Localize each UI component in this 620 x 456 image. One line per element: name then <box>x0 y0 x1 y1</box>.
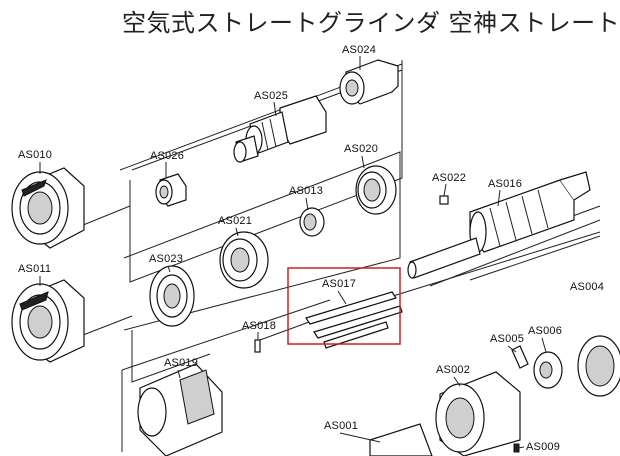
label-as020: AS020 <box>344 143 378 155</box>
assembly-guide-lines <box>55 60 601 452</box>
label-as004: AS004 <box>570 281 604 293</box>
part-as023-gear-ring <box>149 265 195 327</box>
part-as011-front-cap <box>11 279 85 363</box>
part-as022-key <box>439 195 449 205</box>
label-as006: AS006 <box>528 325 562 337</box>
part-as006-plate <box>533 351 563 389</box>
label-as010: AS010 <box>18 149 52 161</box>
part-as004-ring <box>577 335 620 397</box>
part-as020-bearing <box>355 165 397 215</box>
part-as005-pin <box>511 345 529 369</box>
label-as025: AS025 <box>254 90 288 102</box>
part-as021-bearing <box>219 231 269 289</box>
label-as001: AS001 <box>324 420 358 432</box>
exploded-parts-diagram: AS024 AS025 AS010 AS026 AS020 AS013 AS02… <box>11 44 620 456</box>
part-as013-ring <box>299 207 325 237</box>
label-as005: AS005 <box>490 333 524 345</box>
label-as023: AS023 <box>149 253 183 265</box>
part-as017-vanes <box>305 291 403 349</box>
part-labels: AS024 AS025 AS010 AS026 AS020 AS013 AS02… <box>18 44 604 453</box>
label-as017: AS017 <box>322 278 356 290</box>
part-as024-nut <box>339 59 399 105</box>
label-as021: AS021 <box>218 215 252 227</box>
exploded-diagram-page: 空気式ストレートグラインダ 空神ストレート <box>11 9 620 456</box>
label-as018: AS018 <box>242 320 276 332</box>
label-as016: AS016 <box>488 178 522 190</box>
label-as013: AS013 <box>289 185 323 197</box>
part-as026-sleeve <box>155 173 187 207</box>
page-title: 空気式ストレートグラインダ 空神ストレート <box>122 9 620 37</box>
part-as010-front-cap <box>11 167 85 249</box>
label-as019: AS019 <box>164 357 198 369</box>
label-as011: AS011 <box>18 263 51 275</box>
label-as024: AS024 <box>342 44 376 56</box>
label-as002: AS002 <box>436 364 470 376</box>
part-as019-cylinder <box>137 363 223 456</box>
part-as025-collet-shaft <box>233 95 327 163</box>
part-as018-pin <box>254 339 261 353</box>
highlight-box-as017 <box>287 267 401 345</box>
leader-lines <box>39 56 547 449</box>
part-as016-rotor <box>407 171 591 279</box>
part-as002-housing <box>435 371 521 456</box>
label-as026: AS026 <box>150 150 184 162</box>
label-as022: AS022 <box>432 172 466 184</box>
label-as009: AS009 <box>526 441 560 453</box>
part-as001-body <box>369 423 433 456</box>
